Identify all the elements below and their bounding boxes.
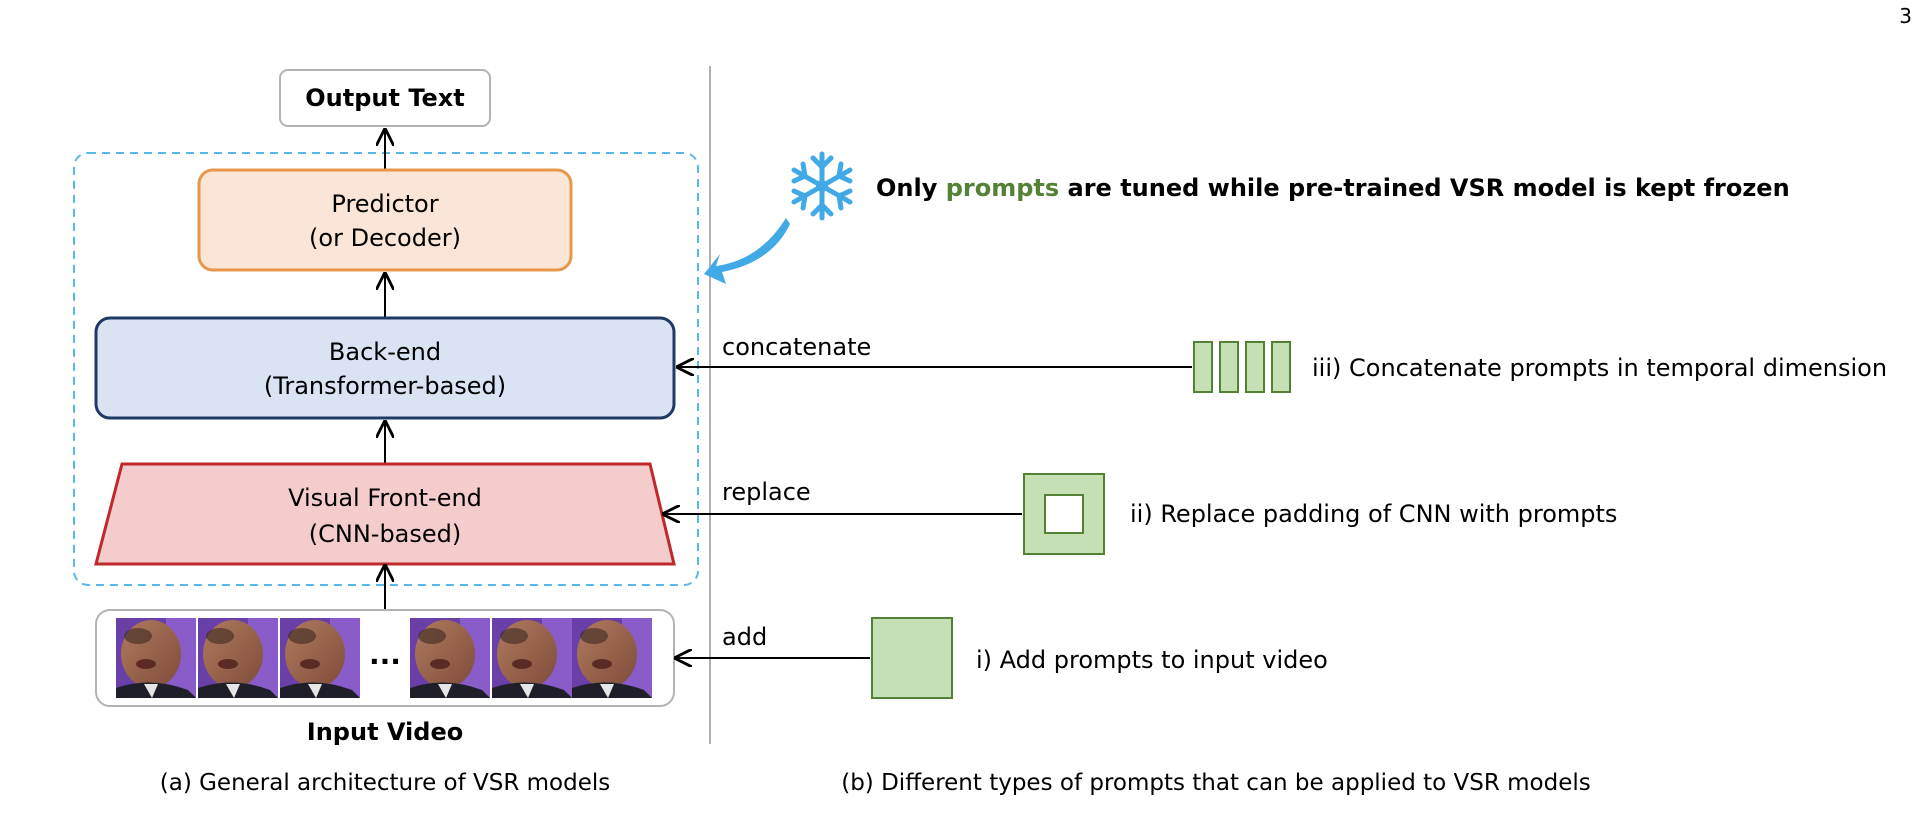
frames-ellipsis: ... [369,638,401,671]
video-frame-3 [280,618,360,698]
backend-box [94,316,676,420]
video-frame-6 [572,618,652,698]
add-description: i) Add prompts to input video [976,646,1328,674]
backend-label: Back-end [329,338,441,366]
frontend-trapezoid [94,462,676,566]
output-text-box [279,69,491,127]
frozen-note-suffix: are tuned while pre-trained VSR model is… [1059,174,1790,202]
predictor-label: Predictor [331,190,438,218]
frozen-note: Only prompts are tuned while pre-trained… [876,174,1790,202]
predictor-sublabel: (or Decoder) [309,224,461,252]
snowflake-icon [791,151,853,221]
video-frame-1 [116,618,196,698]
backend-sublabel: (Transformer-based) [264,372,506,400]
predictor-box [197,168,573,272]
frozen-note-highlight: prompts [946,174,1059,202]
video-frame-2 [198,618,278,698]
additive-prompt [871,617,953,699]
temporal-prompt-3 [1245,341,1265,393]
output-text-label: Output Text [305,84,464,112]
temporal-prompt-4 [1271,341,1291,393]
page-number: 3 [1899,4,1912,28]
caption-a: (a) General architecture of VSR models [160,770,611,796]
video-frame-4 [410,618,490,698]
frontend-label: Visual Front-end [288,484,482,512]
input-video-label: Input Video [307,718,463,746]
temporal-prompt-2 [1219,341,1239,393]
curved-arrow-icon [704,218,790,284]
caption-b: (b) Different types of prompts that can … [841,770,1591,796]
video-frame-5 [492,618,572,698]
concatenate-label: concatenate [722,333,871,361]
cnn-input-hole [1044,494,1084,534]
replace-label: replace [722,478,811,506]
frontend-sublabel: (CNN-based) [309,520,462,548]
replace-description: ii) Replace padding of CNN with prompts [1130,500,1617,528]
concatenate-description: iii) Concatenate prompts in temporal dim… [1312,354,1887,382]
frozen-note-prefix: Only [876,174,946,202]
temporal-prompt-1 [1193,341,1213,393]
add-label: add [722,623,767,651]
